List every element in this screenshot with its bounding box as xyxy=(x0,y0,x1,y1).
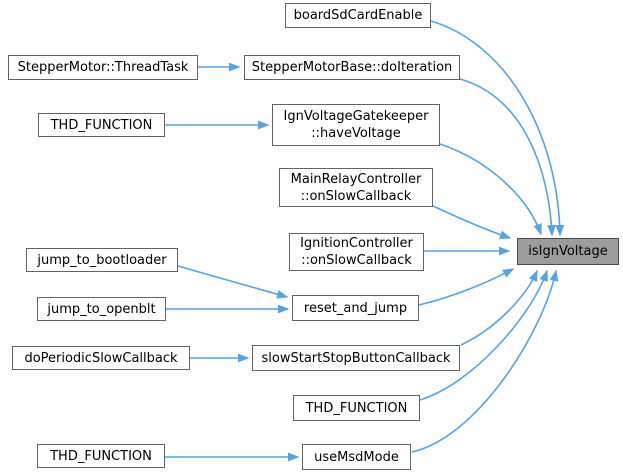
edge-jump-to-bootloader-to-reset-and-jump xyxy=(177,265,289,299)
node-thd-function-mid[interactable]: THD_FUNCTION xyxy=(293,395,420,421)
edge-slow-start-stop-to-is-ign-voltage xyxy=(460,269,538,346)
node-jump-to-bootloader[interactable]: jump_to_bootloader xyxy=(26,248,178,272)
node-stepper-motor-base-do-iteration[interactable]: StepperMotorBase::doIteration xyxy=(244,55,460,80)
node-thd-function-top[interactable]: THD_FUNCTION xyxy=(38,113,165,137)
edge-board-sd-card-enable-to-is-ign-voltage xyxy=(430,20,565,237)
edge-reset-and-jump-to-is-ign-voltage xyxy=(418,268,515,306)
edge-thd-function-mid-to-is-ign-voltage xyxy=(419,269,548,401)
node-main-relay-controller-on-slow-callback[interactable]: MainRelayController ::onSlowCallback xyxy=(279,168,433,207)
node-do-periodic-slow-callback[interactable]: doPeriodicSlowCallback xyxy=(12,346,190,370)
node-use-msd-mode[interactable]: useMsdMode xyxy=(302,444,411,470)
node-ignition-controller-on-slow-callback[interactable]: IgnitionController ::onSlowCallback xyxy=(289,233,424,271)
node-is-ign-voltage: isIgnVoltage xyxy=(517,238,619,265)
node-ign-voltage-gatekeeper-have-voltage[interactable]: IgnVoltageGatekeeper ::haveVoltage xyxy=(272,104,440,146)
node-stepper-motor-thread-task[interactable]: StepperMotor::ThreadTask xyxy=(8,55,198,80)
node-jump-to-openblt[interactable]: jump_to_openblt xyxy=(37,297,166,321)
node-board-sd-card-enable[interactable]: boardSdCardEnable xyxy=(285,3,431,28)
node-thd-function-bottom[interactable]: THD_FUNCTION xyxy=(37,444,165,468)
node-reset-and-jump[interactable]: reset_and_jump xyxy=(292,295,419,321)
edge-main-relay-to-is-ign-voltage xyxy=(432,205,512,240)
node-slow-start-stop-button-callback[interactable]: slowStartStopButtonCallback xyxy=(252,345,460,371)
edge-use-msd-mode-to-is-ign-voltage xyxy=(411,269,559,453)
edge-do-iteration-to-is-ign-voltage xyxy=(459,78,556,237)
edge-have-voltage-to-is-ign-voltage xyxy=(439,143,542,236)
